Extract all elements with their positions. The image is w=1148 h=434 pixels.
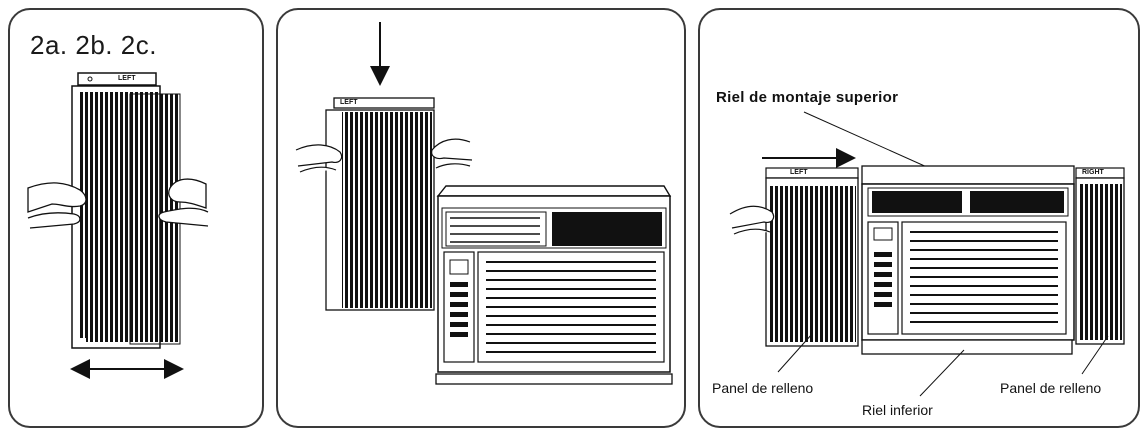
step-title: 2a. 2b. 2c. (30, 30, 157, 60)
air-conditioner-unit (435, 185, 673, 385)
hand-icon (431, 138, 473, 169)
hand-icon (158, 178, 209, 227)
panel-tag-right: RIGHT (1082, 169, 1104, 176)
top-mounting-rail-label: Riel de montaje superior (716, 89, 899, 106)
hand-icon (27, 182, 87, 229)
panel-tag-left: LEFT (118, 75, 136, 82)
panel-tag-left: LEFT (340, 99, 358, 106)
panel-tag-left: LEFT (790, 169, 808, 176)
ac-control-buttons (450, 282, 468, 337)
bottom-rail-leader (919, 349, 965, 397)
filler-panel-right (1075, 167, 1125, 345)
rail-leader-line (803, 111, 939, 173)
filler-left-leader (777, 333, 813, 373)
bottom-rail-label: Riel inferior (862, 402, 933, 418)
left-filler-panel-label: Panel de relleno (712, 380, 814, 396)
air-conditioner-unit (861, 165, 1075, 355)
ac-control-buttons (874, 252, 892, 307)
ac-vent-slots (450, 217, 540, 243)
filler-right-leader (1081, 335, 1109, 375)
right-filler-panel-label: Panel de relleno (1000, 380, 1102, 396)
filler-panel-left (765, 167, 859, 347)
filler-panel-inserting (325, 97, 435, 311)
hand-icon (729, 205, 775, 235)
hand-icon (295, 144, 343, 173)
ac-grille-lines (910, 231, 1058, 323)
ac-grille-lines (486, 261, 656, 353)
